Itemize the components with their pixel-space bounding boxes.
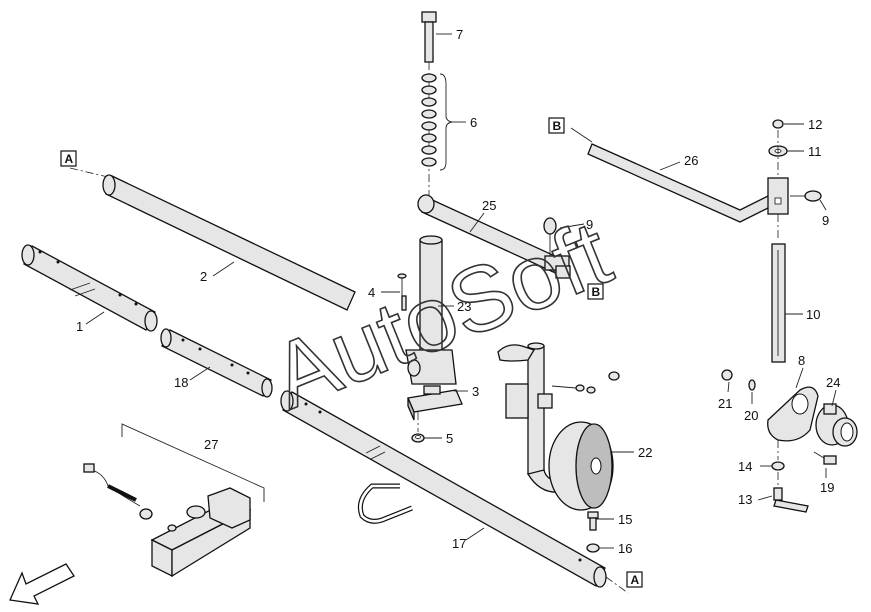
callout-9-right: 9	[822, 213, 829, 228]
nut-12	[772, 119, 784, 129]
callout-6: 6	[470, 115, 477, 130]
knob-9	[543, 217, 557, 256]
callout-9: 9	[586, 217, 593, 232]
leader-lines	[85, 33, 837, 549]
callout-5: 5	[446, 431, 453, 446]
svg-text:A: A	[65, 152, 74, 166]
callout-18: 18	[174, 375, 188, 390]
nut-21	[721, 369, 733, 381]
ref-box-b-top: B	[548, 117, 565, 134]
bolt-19	[813, 451, 837, 465]
bolt-7	[421, 11, 437, 63]
direction-arrow-icon	[9, 563, 75, 605]
u-bolt	[357, 483, 413, 524]
svg-text:A: A	[631, 573, 640, 587]
callout-3: 3	[472, 384, 479, 399]
callout-4: 4	[368, 285, 375, 300]
handle-13	[773, 472, 809, 513]
callout-26: 26	[684, 153, 698, 168]
tube-17	[280, 390, 629, 594]
tube-2	[69, 167, 356, 311]
callout-10: 10	[806, 307, 820, 322]
tube-18	[160, 328, 273, 398]
callout-11: 11	[808, 144, 822, 159]
washer-16	[586, 543, 600, 553]
tube-1	[21, 244, 158, 332]
ref-box-a-bottom: A	[626, 571, 643, 588]
clamp-block-3	[407, 385, 463, 421]
callout-21: 21	[718, 396, 732, 411]
block-head	[767, 130, 789, 215]
clamp-8	[767, 386, 819, 442]
callout-24: 24	[826, 375, 840, 390]
callout-17: 17	[452, 536, 466, 551]
screw-15	[587, 511, 599, 531]
washer-stack-6	[421, 62, 453, 196]
callout-8: 8	[798, 353, 805, 368]
svg-text:B: B	[592, 285, 601, 299]
callout-12: 12	[808, 117, 822, 132]
nut-5	[411, 412, 425, 443]
callout-7: 7	[456, 27, 463, 42]
callout-numbers: 7 6 25 9 4 23 2 1 18 3 5 22 15 16 17 26 …	[76, 27, 840, 556]
callout-27: 27	[204, 437, 218, 452]
sensor-unit-27	[83, 423, 265, 578]
ref-box-a-top: A	[60, 150, 77, 167]
callout-1: 1	[76, 319, 83, 334]
callout-15: 15	[618, 512, 632, 527]
bracket-26	[570, 127, 785, 223]
svg-text:B: B	[553, 119, 562, 133]
arm-25	[417, 194, 571, 279]
callout-19: 19	[820, 480, 834, 495]
callout-16: 16	[618, 541, 632, 556]
callout-25: 25	[482, 198, 496, 213]
callout-23: 23	[457, 299, 471, 314]
bar-10	[771, 214, 786, 363]
callout-13: 13	[738, 492, 752, 507]
knob-9-right	[790, 190, 822, 202]
post-23	[397, 235, 457, 385]
washer-20	[748, 379, 756, 391]
callout-14: 14	[738, 459, 752, 474]
callout-20: 20	[744, 408, 758, 423]
callout-2: 2	[200, 269, 207, 284]
ref-box-b-arm: B	[587, 283, 604, 300]
callout-22: 22	[638, 445, 652, 460]
washer-14	[771, 440, 785, 471]
stand-wheel-22	[497, 342, 620, 511]
flange-24	[815, 403, 858, 447]
